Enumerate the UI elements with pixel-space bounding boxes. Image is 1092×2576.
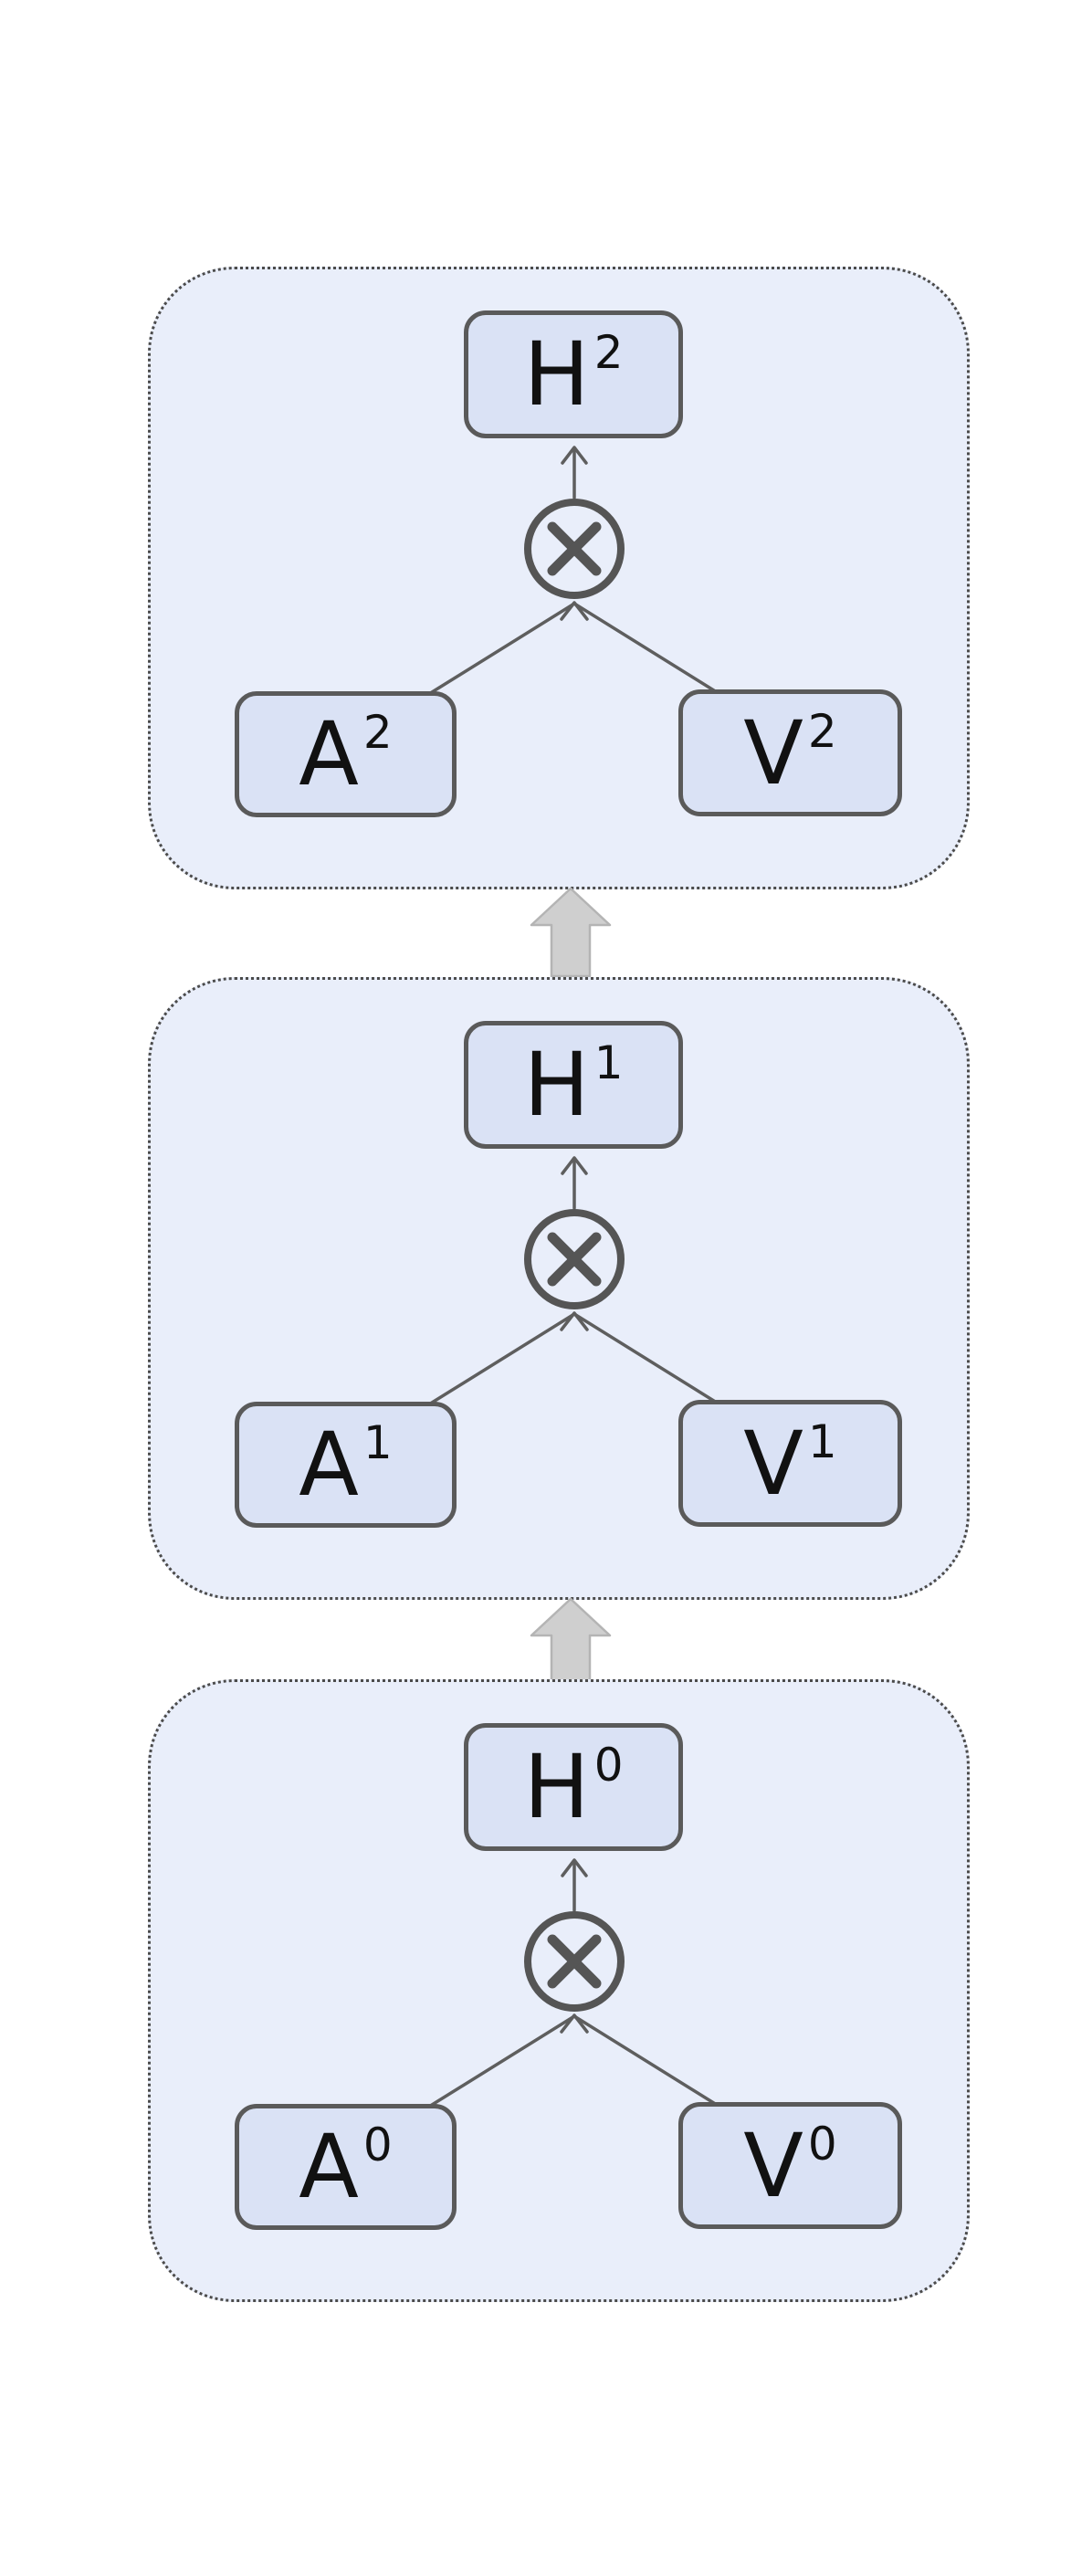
label-base: H [523,323,590,426]
edge-v-to-op [572,1312,726,1409]
label-base: A [299,2116,359,2218]
label-base: A [299,703,359,805]
label-base: V [743,701,803,804]
arrowhead-into-h-icon [561,1156,588,1175]
edge-a-to-op [423,1312,576,1409]
edge-v-to-op [572,602,726,699]
arrowhead-into-h-icon [561,1858,588,1877]
label-base: A [299,1414,359,1516]
circle-times-icon [524,1209,625,1309]
arrowhead-into-op-icon [560,601,589,621]
circle-times-icon [524,1911,625,2012]
label-superscript: 2 [362,706,393,759]
label-superscript: 1 [807,1414,837,1468]
label-base: H [523,1034,590,1136]
label-superscript: 0 [362,2119,393,2171]
block-up-arrow-icon [530,1597,612,1688]
label-base: H [523,1736,590,1838]
label-superscript: 2 [593,326,624,379]
edge-v-to-op [572,2014,726,2111]
arrowhead-into-h-icon [561,446,588,465]
label-superscript: 0 [593,1739,624,1792]
label-superscript: 1 [362,1416,393,1469]
label-superscript: 1 [593,1036,624,1089]
arrowhead-into-op-icon [560,1311,589,1331]
label-superscript: 0 [807,2117,837,2171]
label-base: V [743,2114,803,2217]
circle-times-icon [524,499,625,599]
label-superscript: 2 [807,704,837,758]
label-base: V [743,1412,803,1515]
block-up-arrow-icon [530,887,612,978]
edge-a-to-op [423,2014,576,2111]
arrowhead-into-op-icon [560,2013,589,2034]
edge-a-to-op [423,602,576,699]
